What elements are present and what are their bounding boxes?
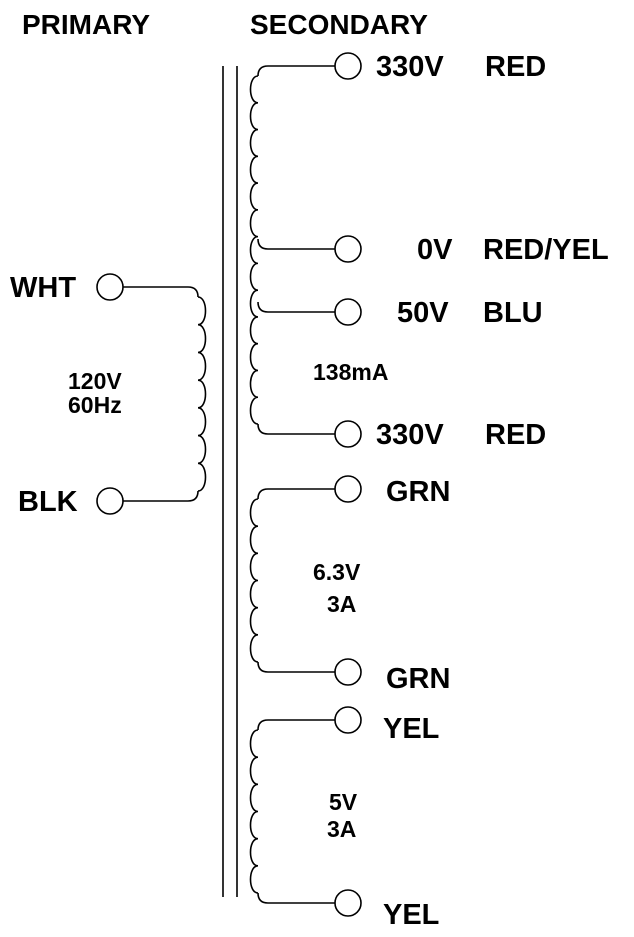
- filament-rating-voltage: 6.3V: [313, 559, 361, 585]
- terminal-wht: [96, 273, 124, 301]
- terminal-330v-top: [334, 52, 362, 80]
- hv-rating-current: 138mA: [313, 359, 388, 385]
- primary-header: PRIMARY: [22, 9, 150, 40]
- terminal-330v-bottom: [334, 420, 362, 448]
- tap-330v-bottom-volts: 330V: [376, 419, 444, 451]
- primary-rating-voltage: 120V: [68, 368, 122, 394]
- lead-grn-top: GRN: [386, 476, 450, 508]
- filament-lead-top: [257, 488, 335, 500]
- rectifier-rating-voltage: 5V: [329, 789, 358, 815]
- primary-rating-frequency: 60Hz: [68, 392, 122, 418]
- secondary-hv-winding: 330V RED 0V RED/YEL 50V BLU 138mA 330V R…: [249, 51, 609, 451]
- label-blk: BLK: [18, 486, 78, 518]
- primary-lead-bottom: [123, 490, 199, 502]
- terminal-0v: [334, 235, 362, 263]
- hv-lead-330v-bottom: [257, 423, 335, 435]
- lead-grn-bottom: GRN: [386, 663, 450, 695]
- label-wht: WHT: [10, 272, 76, 304]
- filament-coil: [249, 498, 259, 663]
- hv-lead-50v: [257, 301, 335, 313]
- tap-50v-volts: 50V: [397, 297, 449, 329]
- secondary-6v3-winding: GRN 6.3V 3A GRN: [249, 475, 450, 695]
- terminal-yel-top: [334, 706, 362, 734]
- terminal-yel-bottom: [334, 889, 362, 917]
- hv-coil: [249, 75, 259, 425]
- tap-0v-color: RED/YEL: [483, 234, 609, 266]
- lead-yel-bottom: YEL: [383, 899, 439, 931]
- primary-lead-top: [123, 286, 199, 298]
- hv-lead-0v: [257, 238, 335, 250]
- terminal-blk: [96, 487, 124, 515]
- secondary-header: SECONDARY: [250, 9, 428, 40]
- hv-lead-330v-top: [257, 65, 335, 77]
- lead-yel-top: YEL: [383, 713, 439, 745]
- rectifier-lead-top: [257, 719, 335, 731]
- primary-coil: [197, 296, 207, 492]
- terminal-grn-top: [334, 475, 362, 503]
- primary-winding: WHT BLK 120V 60Hz: [10, 272, 207, 518]
- secondary-5v-winding: YEL 5V 3A YEL: [249, 706, 439, 931]
- rectifier-lead-bottom: [257, 892, 335, 904]
- tap-50v-color: BLU: [483, 297, 543, 329]
- tap-330v-top-volts: 330V: [376, 51, 444, 83]
- rectifier-rating-current: 3A: [327, 816, 356, 842]
- filament-rating-current: 3A: [327, 591, 356, 617]
- terminal-50v: [334, 298, 362, 326]
- filament-lead-bottom: [257, 661, 335, 673]
- terminal-grn-bottom: [334, 658, 362, 686]
- tap-330v-bottom-color: RED: [485, 419, 546, 451]
- tap-330v-top-color: RED: [485, 51, 546, 83]
- tap-0v-volts: 0V: [417, 234, 453, 266]
- rectifier-coil: [249, 729, 259, 894]
